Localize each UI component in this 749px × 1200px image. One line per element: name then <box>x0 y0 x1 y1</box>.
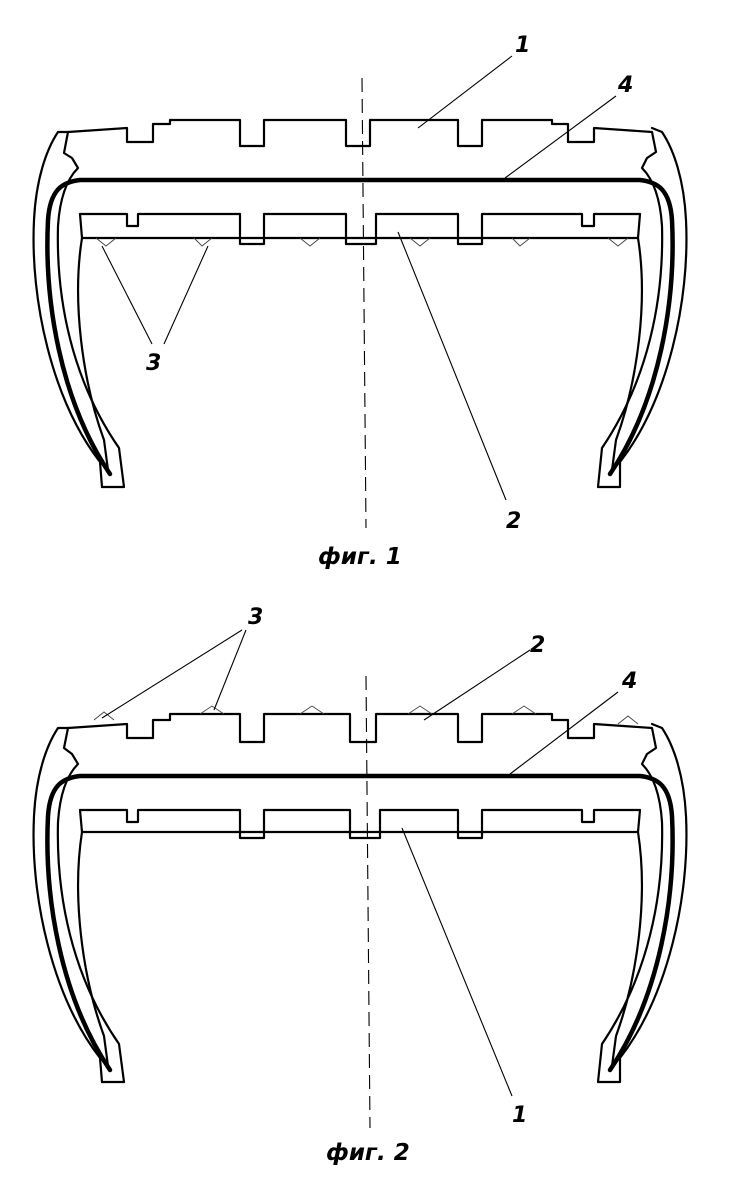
leader-label-d <box>401 827 513 1097</box>
leader-label-a-2 <box>213 629 247 711</box>
label-b: 4 <box>617 73 633 98</box>
figure-caption: фиг. 1 <box>318 544 402 570</box>
leader-label-b <box>423 649 531 721</box>
tire-inner-wall-right <box>610 830 643 1068</box>
tire-left-wall <box>32 130 104 489</box>
tire-inner-wall-left <box>77 830 110 1068</box>
label-d: 2 <box>506 509 521 534</box>
inserts <box>95 237 629 247</box>
figure-2: 3 2 4 1 фиг. 2 <box>32 605 688 1166</box>
tire-inner-wall-right <box>610 236 643 472</box>
inserts <box>93 705 639 725</box>
label-a: 3 <box>248 605 263 630</box>
leader-label-c-2 <box>163 245 209 345</box>
tire-outer-profile <box>56 118 688 489</box>
leader-label-c <box>509 691 619 775</box>
reinforcing-cord <box>45 177 675 477</box>
leader-label-c-1 <box>101 245 153 345</box>
label-a: 1 <box>515 33 530 58</box>
reinforcing-cord <box>45 773 675 1073</box>
figure-caption: фиг. 2 <box>326 1140 410 1166</box>
tire-outer-profile <box>56 712 688 1084</box>
inner-tread <box>78 808 642 840</box>
label-d: 1 <box>512 1103 527 1128</box>
center-axis <box>361 77 367 529</box>
center-axis <box>365 675 371 1129</box>
tire-inner-wall-left <box>77 236 110 472</box>
leader-label-a-1 <box>101 629 243 719</box>
label-c: 3 <box>146 351 161 376</box>
leader-label-a <box>417 55 513 129</box>
inner-tread <box>78 212 642 246</box>
label-c: 4 <box>621 669 637 694</box>
leader-label-b <box>504 95 617 179</box>
figure-1: 1 4 3 2 фиг. 1 <box>32 33 688 570</box>
tire-left-wall <box>32 726 104 1084</box>
label-b: 2 <box>530 633 545 658</box>
leader-label-d <box>397 231 507 501</box>
